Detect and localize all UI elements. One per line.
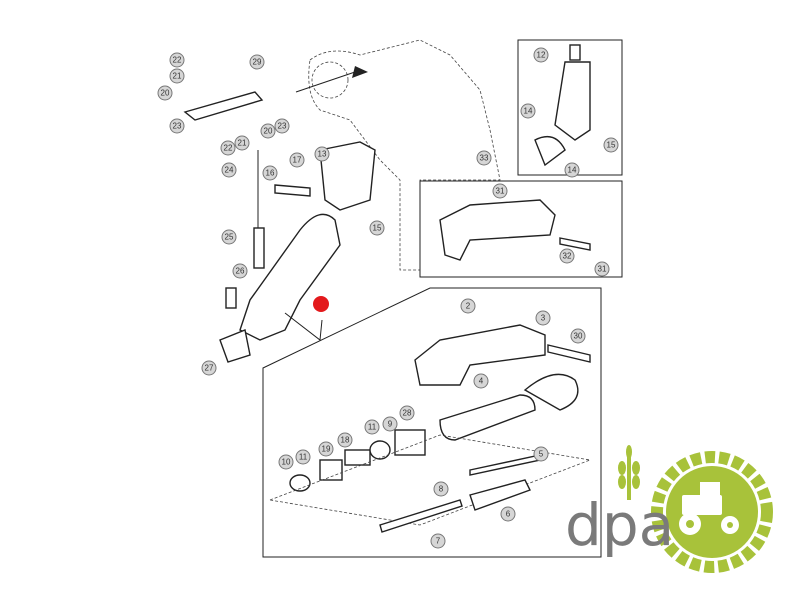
callout-14: 14 (520, 103, 536, 119)
callout-number: 14 (524, 107, 533, 116)
callout-number: 15 (373, 224, 382, 233)
callout-31: 31 (492, 183, 508, 199)
callout-number: 25 (225, 233, 234, 242)
callout-14: 14 (564, 162, 580, 178)
callout-number: 11 (368, 423, 377, 432)
callout-number: 3 (541, 314, 546, 323)
callout-6: 6 (500, 506, 516, 522)
callout-10: 10 (278, 454, 294, 470)
callout-5: 5 (533, 446, 549, 462)
callout-18: 18 (337, 432, 353, 448)
callout-number: 22 (173, 56, 182, 65)
callout-number: 20 (161, 89, 170, 98)
callout-3: 3 (535, 310, 551, 326)
callout-number: 19 (322, 445, 331, 454)
callout-17: 17 (289, 152, 305, 168)
callout-number: 31 (598, 265, 607, 274)
callout-22: 22 (169, 52, 185, 68)
callout-number: 30 (574, 332, 583, 341)
callout-number: 23 (278, 122, 287, 131)
callout-number: 7 (436, 537, 441, 546)
callout-number: 16 (266, 169, 275, 178)
callout-number: 12 (537, 51, 546, 60)
callout-26: 26 (232, 263, 248, 279)
callout-number: 2 (466, 302, 471, 311)
callout-2: 2 (460, 298, 476, 314)
callout-number: 32 (563, 252, 572, 261)
callout-15: 15 (603, 137, 619, 153)
callout-31: 31 (594, 261, 610, 277)
callout-20: 20 (260, 123, 276, 139)
callout-11: 11 (364, 419, 380, 435)
callout-number: 6 (506, 510, 511, 519)
callout-number: 21 (173, 72, 182, 81)
callout-20: 20 (157, 85, 173, 101)
callout-8: 8 (433, 481, 449, 497)
callout-25: 25 (221, 229, 237, 245)
highlight-marker[interactable] (313, 296, 329, 312)
callout-30: 30 (570, 328, 586, 344)
callout-27: 27 (201, 360, 217, 376)
pointer-arrow (295, 71, 356, 93)
callout-32: 32 (559, 248, 575, 264)
callout-number: 11 (299, 453, 308, 462)
callout-12: 12 (533, 47, 549, 63)
callout-number: 29 (253, 58, 262, 67)
callout-number: 14 (568, 166, 577, 175)
callout-number: 26 (236, 267, 245, 276)
callout-number: 15 (607, 141, 616, 150)
callout-number: 22 (224, 144, 233, 153)
callout-4: 4 (473, 373, 489, 389)
callout-number: 13 (318, 150, 327, 159)
callout-number: 21 (238, 139, 247, 148)
callout-9: 9 (382, 416, 398, 432)
callout-19: 19 (318, 441, 334, 457)
lift-arm (183, 91, 376, 363)
detail-box-leveling-box (262, 287, 602, 558)
callout-13: 13 (314, 146, 330, 162)
callout-layer: 2221202923222120232417161315252627121415… (157, 47, 619, 549)
callout-number: 17 (293, 156, 302, 165)
wheat-icon (618, 445, 640, 500)
callout-number: 10 (282, 458, 291, 467)
callout-28: 28 (399, 405, 415, 421)
callout-7: 7 (430, 533, 446, 549)
callout-number: 20 (264, 127, 273, 136)
detail-box-arm (419, 180, 623, 278)
callout-number: 28 (403, 409, 412, 418)
callout-number: 31 (496, 187, 505, 196)
callout-16: 16 (262, 165, 278, 181)
callout-11: 11 (295, 449, 311, 465)
callout-number: 24 (225, 166, 234, 175)
callout-number: 5 (539, 450, 544, 459)
callout-number: 9 (388, 420, 393, 429)
callout-number: 33 (480, 154, 489, 163)
dpa-logo: dpa (565, 445, 773, 573)
callout-number: 8 (439, 485, 444, 494)
callout-24: 24 (221, 162, 237, 178)
gear-icon (651, 451, 773, 573)
callout-29: 29 (249, 54, 265, 70)
callout-21: 21 (169, 68, 185, 84)
callout-number: 23 (173, 122, 182, 131)
callout-15: 15 (369, 220, 385, 236)
tractor-housing (295, 39, 501, 271)
callout-23: 23 (169, 118, 185, 134)
callout-22: 22 (220, 140, 236, 156)
callout-33: 33 (476, 150, 492, 166)
callout-number: 4 (479, 377, 484, 386)
logo-text: dpa (565, 491, 674, 559)
callout-number: 18 (341, 436, 350, 445)
callout-number: 27 (205, 364, 214, 373)
callout-21: 21 (234, 135, 250, 151)
callout-23: 23 (274, 118, 290, 134)
